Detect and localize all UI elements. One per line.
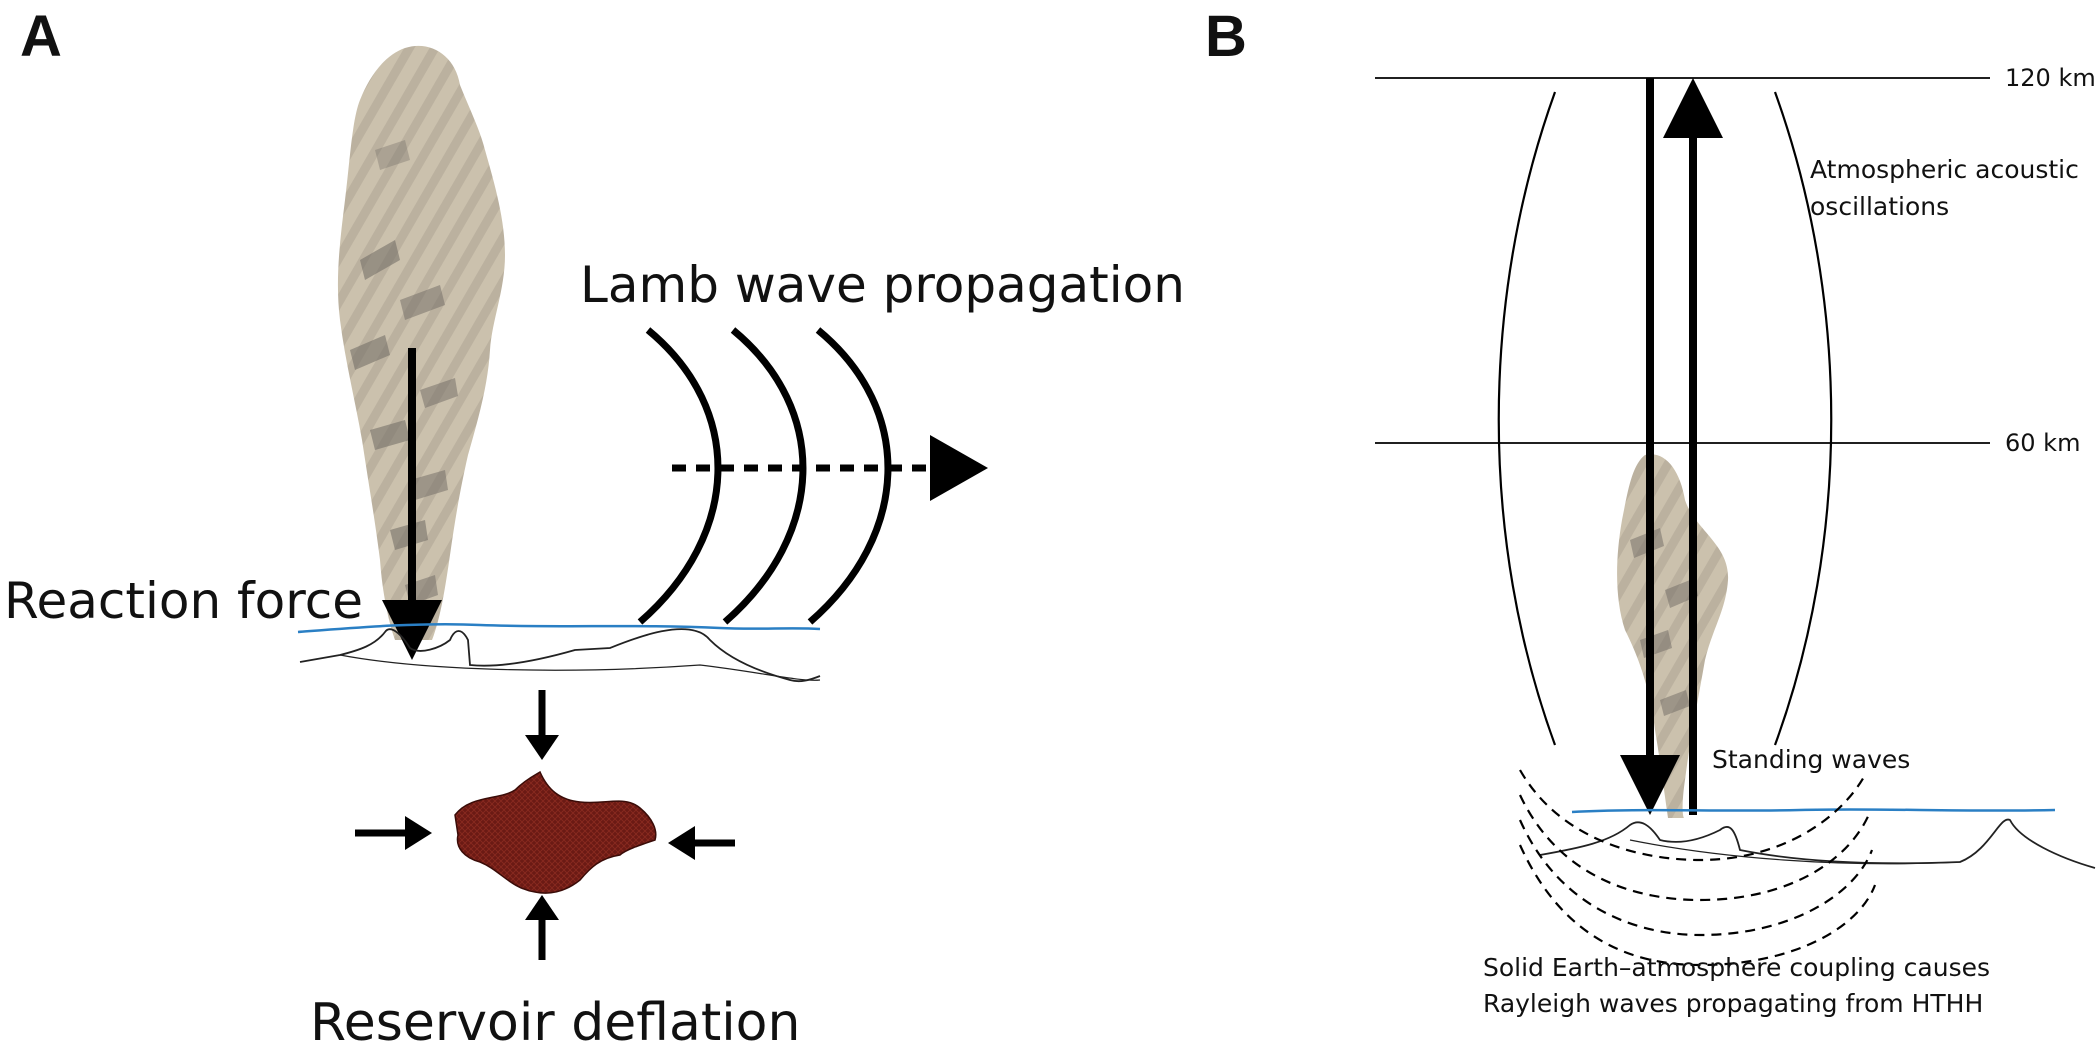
reservoir-deflation-label: Reservoir deflation [310, 993, 800, 1052]
standing-waves-label: Standing waves [1712, 745, 1910, 774]
acoustic-oscillations-label-line2: oscillations [1810, 192, 1949, 221]
panel-b-terrain [1539, 808, 2096, 869]
lamb-wave-direction-arrow [672, 435, 988, 501]
magma-reservoir-illustration [454, 770, 657, 894]
panel-a: A Reaction force [4, 4, 1185, 1052]
rayleigh-wave-fronts [1518, 769, 1877, 967]
reaction-force-arrow [382, 348, 442, 660]
altitude-label-120km: 120 km [2005, 64, 2096, 92]
lamb-wave-fronts [637, 327, 892, 625]
lamb-wave-label: Lamb wave propagation [580, 256, 1185, 314]
acoustic-resonance-brackets [1497, 91, 1833, 746]
panel-b: B 120 km 60 km Atmospheric acoustic osci… [1205, 4, 2096, 1018]
coupling-label-line2: Rayleigh waves propagating from HTHH [1483, 989, 1983, 1018]
upward-propagation-arrow [1663, 78, 1723, 815]
eruption-plume-illustration [337, 45, 505, 641]
acoustic-oscillations-label-line1: Atmospheric acoustic [1810, 155, 2079, 184]
panel-a-terrain [297, 622, 821, 683]
downward-propagation-arrow [1620, 78, 1680, 815]
panel-a-letter: A [20, 4, 62, 69]
panel-b-letter: B [1205, 4, 1247, 69]
coupling-label-line1: Solid Earth–atmosphere coupling causes [1483, 953, 1990, 982]
reaction-force-label: Reaction force [4, 572, 363, 630]
altitude-label-60km: 60 km [2005, 429, 2080, 457]
reservoir-compression-arrows [355, 690, 735, 960]
